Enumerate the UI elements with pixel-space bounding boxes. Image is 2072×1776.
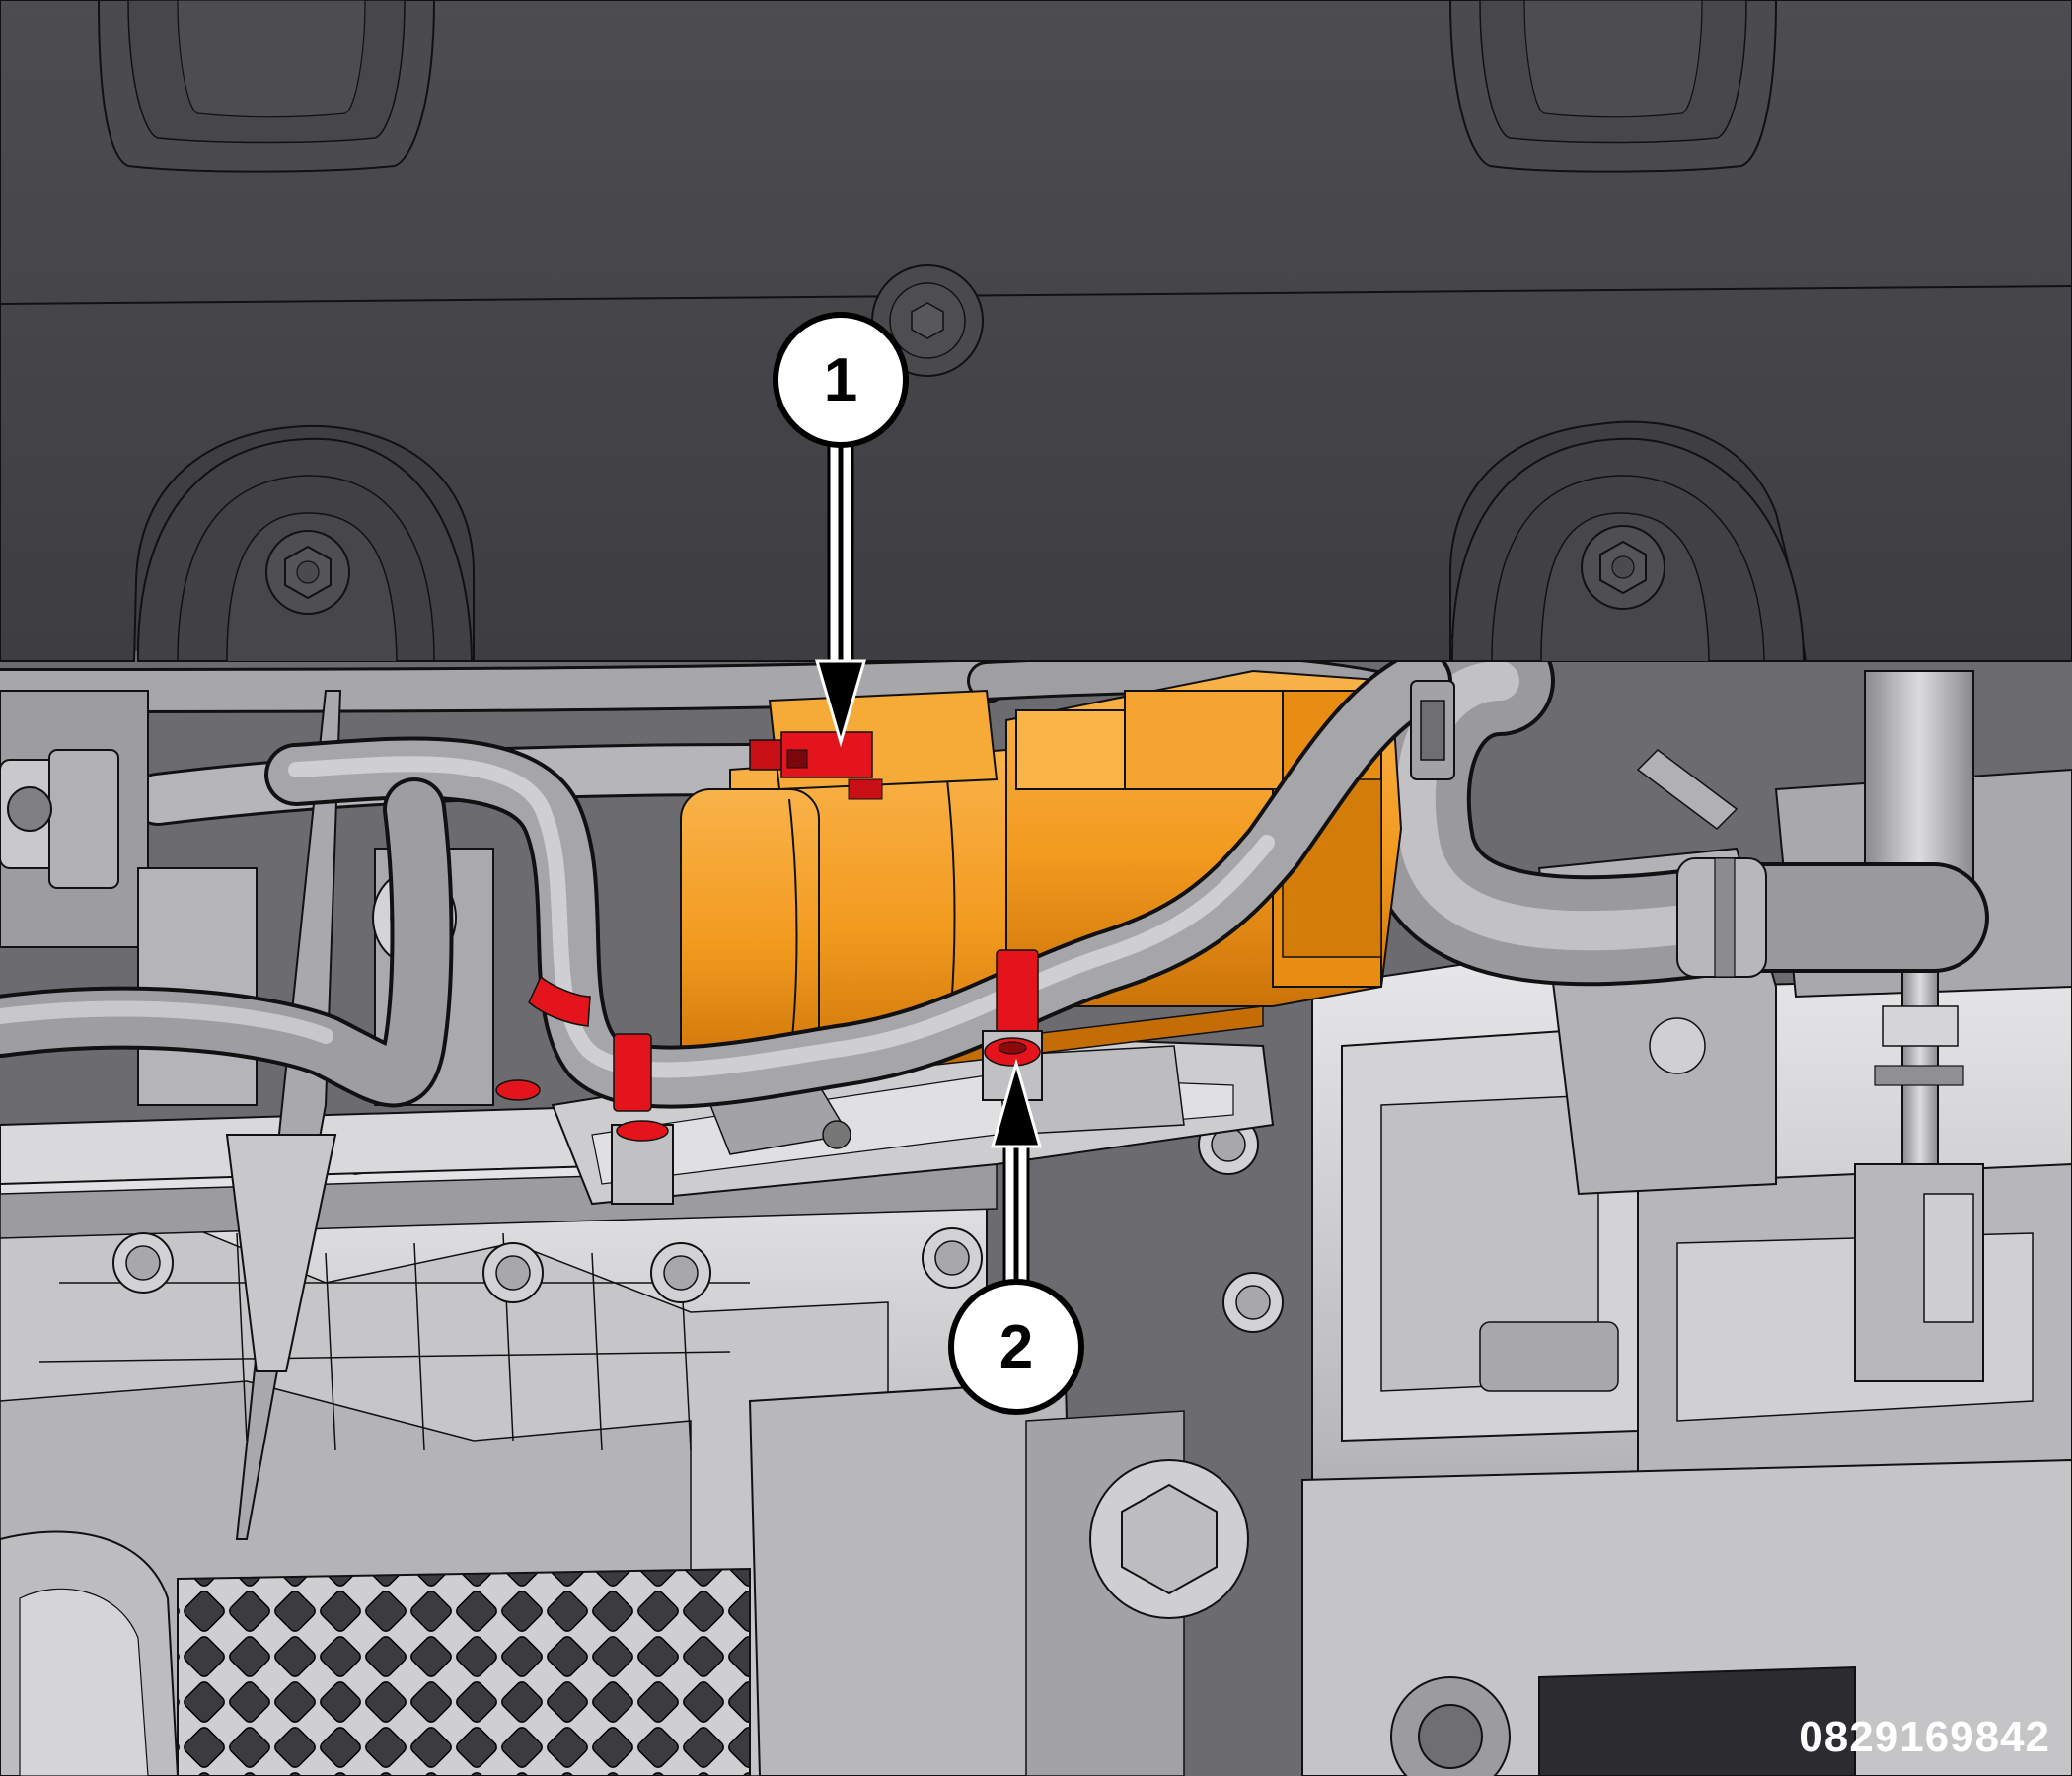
bolt-icon [1222,1272,1284,1333]
callout-2: 2 [948,1058,1084,1415]
bolt-icon [265,530,350,615]
callout-2-number: 2 [999,1313,1033,1381]
bolt-icon [650,1242,711,1303]
bolt-icon [1581,525,1665,610]
wire-connector [1410,680,1739,830]
right-bracket [1854,670,1984,1382]
callout-1: 1 [773,312,909,748]
bolt-icon [112,1232,174,1294]
figure-id-label: 0829169842 [1799,1713,2050,1761]
battery-terminal-nut [749,731,883,800]
flange-bolts [112,1114,1284,1333]
callout-1-number: 1 [824,346,857,414]
bolt-icon [482,1242,544,1303]
engine-cover [0,0,2072,662]
starter-cable [264,649,1452,1109]
oil-pan-grille [177,1567,751,1776]
bolt-icon [922,1227,983,1289]
arrow-up-icon [991,1058,1042,1295]
left-hose [0,777,454,1108]
